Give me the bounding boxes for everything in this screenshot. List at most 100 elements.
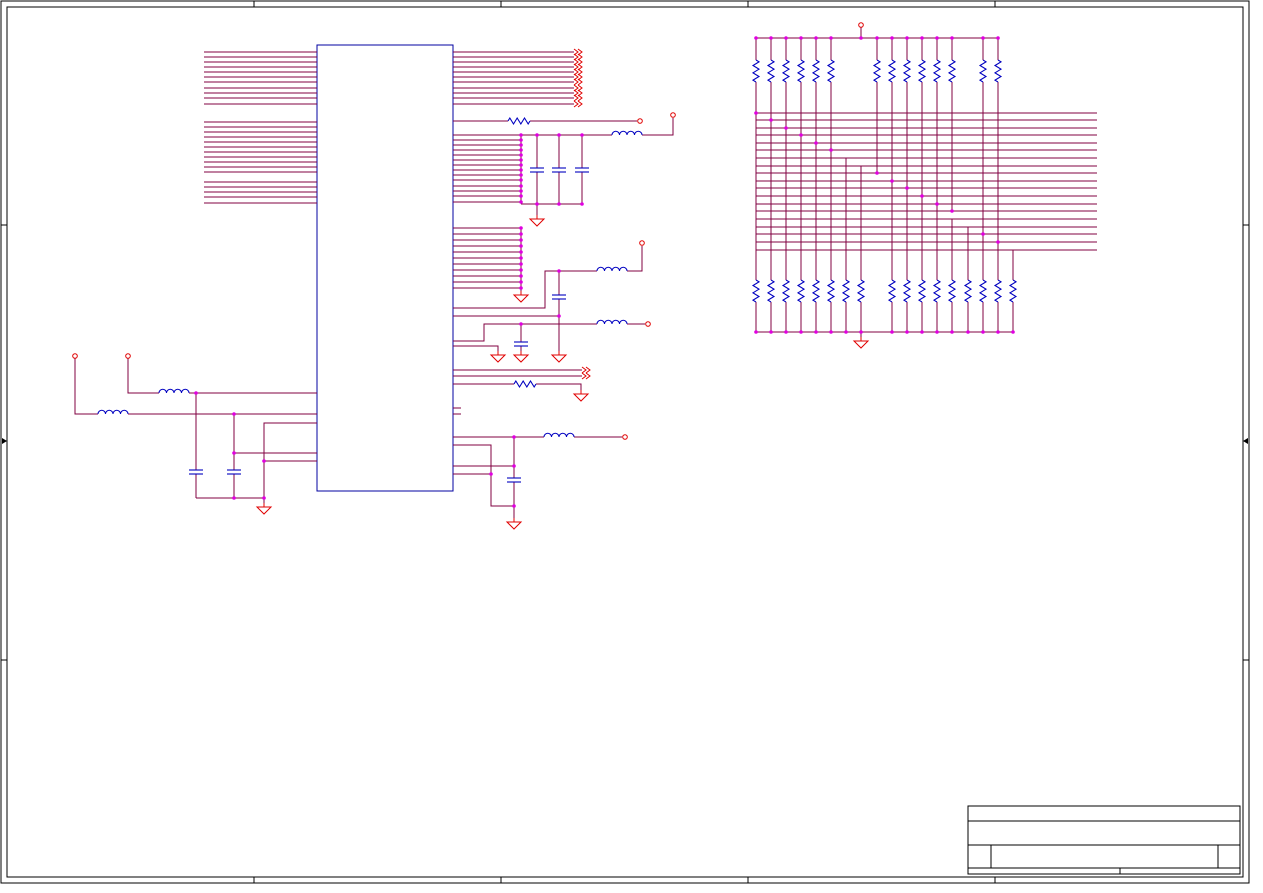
offpage-connector-icon	[581, 366, 591, 374]
resistor-icon	[1008, 279, 1018, 303]
power-port-icon	[125, 353, 131, 359]
junction-dot	[890, 36, 894, 40]
junction-dot	[905, 36, 909, 40]
junction-dot	[519, 200, 523, 204]
junction-dot	[875, 171, 879, 175]
junction-dot	[232, 496, 236, 500]
net-wire	[127, 358, 159, 394]
resistor-icon	[811, 279, 821, 303]
resistor-icon	[513, 379, 537, 389]
junction-dot	[580, 133, 584, 137]
ground-icon	[852, 340, 870, 349]
resistor-icon	[841, 279, 851, 303]
junction-dot	[920, 36, 924, 40]
power-port-icon	[72, 353, 78, 359]
resistor-icon	[766, 279, 776, 303]
junction-dot	[981, 232, 985, 236]
sheet-frame	[0, 0, 1250, 884]
junction-dot	[920, 194, 924, 198]
junction-dot	[232, 412, 236, 416]
offpage-connector-icon	[573, 48, 583, 56]
junction-dot	[859, 330, 863, 334]
ground-icon	[255, 506, 273, 515]
resistor-icon	[993, 279, 1003, 303]
junction-dot	[784, 126, 788, 130]
offpage-connector-icon	[581, 372, 591, 380]
junction-dot	[754, 330, 758, 334]
junction-dot	[519, 262, 523, 266]
junction-dot	[557, 269, 561, 273]
junction-dot	[950, 209, 954, 213]
junction-dot	[905, 330, 909, 334]
offpage-connector-icon	[573, 78, 583, 86]
junction-dot	[859, 36, 863, 40]
junction-dot	[519, 178, 523, 182]
inductor-icon	[158, 388, 190, 394]
ground-icon	[505, 521, 523, 530]
junction-dot	[905, 186, 909, 190]
junction-dot	[512, 504, 516, 508]
resistor-icon	[932, 59, 942, 83]
junction-dot	[844, 330, 848, 334]
junction-dot	[814, 141, 818, 145]
junction-dot	[262, 496, 266, 500]
resistor-icon	[947, 279, 957, 303]
inductor-icon	[543, 432, 575, 438]
resistor-icon	[796, 59, 806, 83]
junction-dot	[535, 133, 539, 137]
resistor-icon	[826, 59, 836, 83]
power-port-icon	[637, 118, 643, 124]
offpage-connector-icon	[573, 58, 583, 66]
junction-dot	[519, 250, 523, 254]
junction-dot	[875, 36, 879, 40]
resistor-icon	[917, 59, 927, 83]
ground-icon	[489, 354, 507, 363]
junction-dot	[784, 36, 788, 40]
junction-dot	[950, 330, 954, 334]
junction-dot	[194, 391, 198, 395]
ground-icon	[512, 294, 530, 303]
ground-icon	[512, 354, 530, 363]
offpage-connector-icon	[573, 84, 583, 92]
power-port-icon	[639, 240, 645, 246]
ground-icon	[550, 354, 568, 363]
resistor-icon	[932, 279, 942, 303]
offpage-connector-icon	[573, 68, 583, 76]
junction-dot	[935, 330, 939, 334]
junction-dot	[519, 148, 523, 152]
junction-dot	[519, 133, 523, 137]
junction-dot	[519, 143, 523, 147]
resistor-icon	[902, 279, 912, 303]
resistor-icon	[978, 59, 988, 83]
net-wire	[536, 383, 582, 392]
net-wire	[453, 270, 597, 309]
junction-dot	[519, 256, 523, 260]
junction-dot	[262, 459, 266, 463]
ic-body-main	[316, 44, 454, 492]
power-port-icon	[622, 434, 628, 440]
junction-dot	[784, 330, 788, 334]
resistor-icon	[766, 59, 776, 83]
junction-dot	[557, 202, 561, 206]
junction-dot	[519, 280, 523, 284]
junction-dot	[935, 202, 939, 206]
power-port-icon	[645, 321, 651, 327]
resistor-icon	[781, 279, 791, 303]
resistor-icon	[963, 279, 973, 303]
junction-dot	[519, 268, 523, 272]
resistor-icon	[887, 59, 897, 83]
junction-dot	[920, 330, 924, 334]
resistor-icon	[811, 59, 821, 83]
power-port-icon	[858, 22, 864, 28]
resistor-icon	[856, 279, 866, 303]
offpage-connector-icon	[573, 73, 583, 81]
junction-dot	[996, 240, 1000, 244]
junction-dot	[512, 464, 516, 468]
resistor-icon	[751, 279, 761, 303]
resistor-icon	[507, 116, 531, 126]
net-wire	[642, 118, 674, 136]
junction-dot	[890, 179, 894, 183]
power-port-icon	[670, 112, 676, 118]
junction-dot	[519, 173, 523, 177]
